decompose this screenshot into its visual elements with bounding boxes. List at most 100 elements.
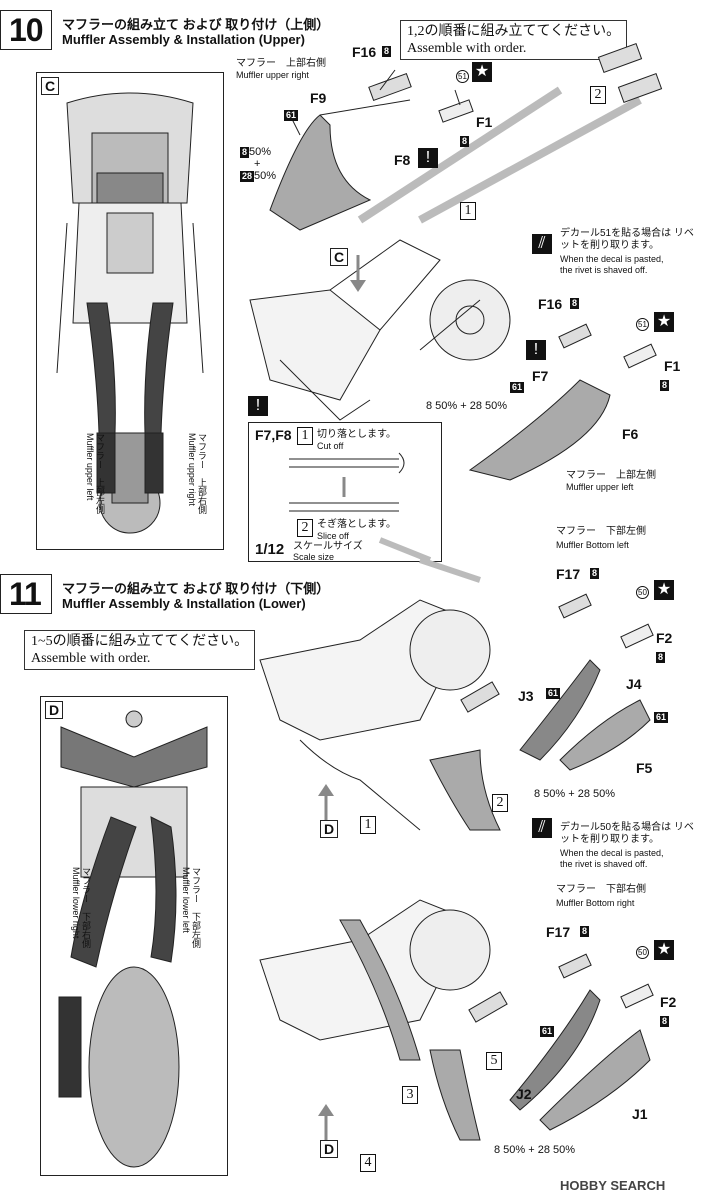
view-d-panel: D マフラー 下部右側 Muffler lower right マフラー 下部左… bbox=[40, 696, 228, 1176]
muffler-upper-right-en: Muffler upper right bbox=[236, 70, 309, 80]
scale-label-en: Scale size bbox=[293, 552, 335, 562]
part-f9-label: F9 bbox=[310, 90, 327, 106]
part-j3-label: J3 bbox=[518, 688, 534, 704]
step-10-title-en: Muffler Assembly & Installation (Upper) bbox=[62, 32, 305, 47]
sequence-11-4: 4 bbox=[360, 1154, 376, 1172]
arrow-d2-label: D bbox=[320, 1140, 338, 1158]
detail-step-2-num: 2 bbox=[297, 519, 313, 537]
detail-step-2-en: Slice off bbox=[317, 531, 349, 541]
decal-50-note-jp: デカール50を貼る場合は リベットを削り取ります。 bbox=[560, 822, 694, 845]
step-10-order-note: 1,2の順番に組み立ててください。 Assemble with order. bbox=[400, 20, 628, 60]
muffler-upper-left-en: Muffler upper left bbox=[566, 482, 634, 492]
part-f5-color-badge: 61 bbox=[654, 712, 669, 723]
view-c-panel: C マフラー 上部左側 Muffler upper left マフラー 上部右側… bbox=[36, 72, 224, 550]
decal-50-badge: 50 bbox=[636, 586, 649, 599]
step-10-assembly-diagram bbox=[249, 43, 663, 481]
caution-icon: ! bbox=[418, 148, 438, 168]
part-f2-label: F2 bbox=[656, 630, 673, 646]
part-f2b-label: F2 bbox=[660, 994, 677, 1010]
part-f9-color-badge: 61 bbox=[284, 110, 299, 121]
step-11-order-note-en: Assemble with order. bbox=[31, 651, 151, 666]
view-d-left-label: マフラー 下部左側 Muffler lower left bbox=[181, 867, 201, 948]
muffler-bottom-left-jp: マフラー 下部左側 bbox=[556, 526, 646, 537]
sequence-11-5: 5 bbox=[486, 1052, 502, 1070]
part-f16-color-badge: 8 bbox=[382, 46, 392, 57]
view-d-letter: D bbox=[45, 701, 63, 719]
star-icon-2: ★ bbox=[654, 312, 674, 332]
step-10-order-note-en: Assemble with order. bbox=[407, 41, 527, 56]
step-11-number: 11 bbox=[9, 576, 42, 612]
part-j1-label: J1 bbox=[632, 1106, 648, 1122]
part-j2-label: J2 bbox=[516, 1086, 532, 1102]
star-icon-4: ★ bbox=[654, 940, 674, 960]
part-f2b-color-badge: 8 bbox=[660, 1016, 670, 1027]
scale-label: 1/12 bbox=[255, 541, 285, 558]
caution-icon-2: ! bbox=[526, 340, 546, 360]
sequence-11-3: 3 bbox=[402, 1086, 418, 1104]
part-f7-color-badge: 61 bbox=[510, 382, 525, 393]
caution-icon-detail: ! bbox=[248, 396, 268, 416]
detail-step-2-jp: そぎ落とします。 bbox=[317, 519, 396, 530]
part-f7-label: F7 bbox=[532, 368, 549, 384]
muffler-upper-left-jp: マフラー 上部左側 bbox=[566, 470, 656, 481]
decal-50-note-en1: When the decal is pasted, bbox=[560, 848, 664, 858]
decal-50-note-en2: the rivet is shaved off. bbox=[560, 859, 648, 869]
sequence-11-1: 1 bbox=[360, 816, 376, 834]
detail-title: F7,F8 bbox=[255, 427, 292, 443]
part-f1-color-badge: 8 bbox=[460, 136, 470, 147]
part-f16b-color-badge: 8 bbox=[570, 298, 580, 309]
view-c-right-label: マフラー 上部右側 Muffler upper right bbox=[187, 433, 207, 514]
part-j3-color-badge: 61 bbox=[546, 688, 561, 699]
sequence-2: 2 bbox=[590, 86, 606, 104]
muffler-bottom-right-en: Muffler Bottom right bbox=[556, 898, 635, 908]
rivet-icon-2: ⫽ bbox=[532, 818, 552, 838]
decal-51-badge: 51 bbox=[456, 70, 469, 83]
muffler-bottom-right-jp: マフラー 下部右側 bbox=[556, 884, 646, 895]
motorcycle-bottom-view-d bbox=[58, 710, 208, 1168]
step-10-number: 10 bbox=[9, 12, 44, 48]
part-f1-label: F1 bbox=[476, 114, 493, 130]
part-f17-label: F17 bbox=[556, 566, 581, 582]
step-11-title-jp: マフラーの組み立て および 取り付け（下側） bbox=[62, 581, 330, 596]
part-f5-label: F5 bbox=[636, 760, 653, 776]
part-j4-label: J4 bbox=[626, 676, 642, 692]
view-d-right-label: マフラー 下部右側 Muffler lower right bbox=[71, 867, 91, 948]
detail-step-1-en: Cut off bbox=[317, 441, 344, 451]
muffler-bottom-left-en: Muffler Bottom left bbox=[556, 540, 629, 550]
step-11-title-en: Muffler Assembly & Installation (Lower) bbox=[62, 596, 306, 611]
step-10-badge: 10 bbox=[0, 10, 52, 50]
watermark: HOBBY SEARCH bbox=[560, 1178, 666, 1193]
detail-step-1-jp: 切り落とします。 bbox=[317, 429, 396, 440]
arrow-d-label: D bbox=[320, 820, 338, 838]
f7-f8-detail-panel: F7,F8 1 切り落とします。 Cut off 2 そぎ落とします。 Slic… bbox=[248, 422, 442, 562]
scale-label-jp: スケールサイズ bbox=[293, 541, 363, 552]
view-c-left-label: マフラー 上部左側 Muffler upper left bbox=[85, 433, 105, 514]
decal-51-note-jp: デカール51を貼る場合は リベットを削り取ります。 bbox=[560, 228, 694, 251]
part-f8-label: F8 bbox=[394, 152, 411, 168]
decal-51-note-en1: When the decal is pasted, bbox=[560, 254, 664, 264]
part-f6-label: F6 bbox=[622, 426, 639, 442]
step-11-order-note: 1~5の順番に組み立ててください。 Assemble with order. bbox=[24, 630, 256, 670]
decal-51-note-en2: the rivet is shaved off. bbox=[560, 265, 648, 275]
mix-ratio-11: 8 50% + 28 50% bbox=[534, 788, 616, 800]
part-f17-color-badge: 8 bbox=[590, 568, 600, 579]
detail-step-1-num: 1 bbox=[297, 427, 313, 445]
sequence-11-2: 2 bbox=[492, 794, 508, 812]
decal-50b-badge: 50 bbox=[636, 946, 649, 959]
mix-ratio-2: 8 50% + 28 50% bbox=[426, 400, 508, 412]
part-f1b-label: F1 bbox=[664, 358, 681, 374]
step-10-order-note-jp: 1,2の順番に組み立ててください。 bbox=[407, 24, 621, 39]
step-10-title-jp: マフラーの組み立て および 取り付け（上側） bbox=[62, 17, 330, 32]
part-f2-color-badge: 8 bbox=[656, 652, 666, 663]
part-f17b-color-badge: 8 bbox=[580, 926, 590, 937]
arrow-c-label: C bbox=[330, 248, 348, 266]
mix-ratio-11b: 8 50% + 28 50% bbox=[494, 1144, 576, 1156]
sequence-1: 1 bbox=[460, 202, 476, 220]
part-f16-label: F16 bbox=[352, 44, 377, 60]
step-11-badge: 11 bbox=[0, 574, 52, 614]
motorcycle-top-view-c bbox=[56, 92, 204, 534]
star-icon: ★ bbox=[472, 62, 492, 82]
part-f16b-label: F16 bbox=[538, 296, 563, 312]
